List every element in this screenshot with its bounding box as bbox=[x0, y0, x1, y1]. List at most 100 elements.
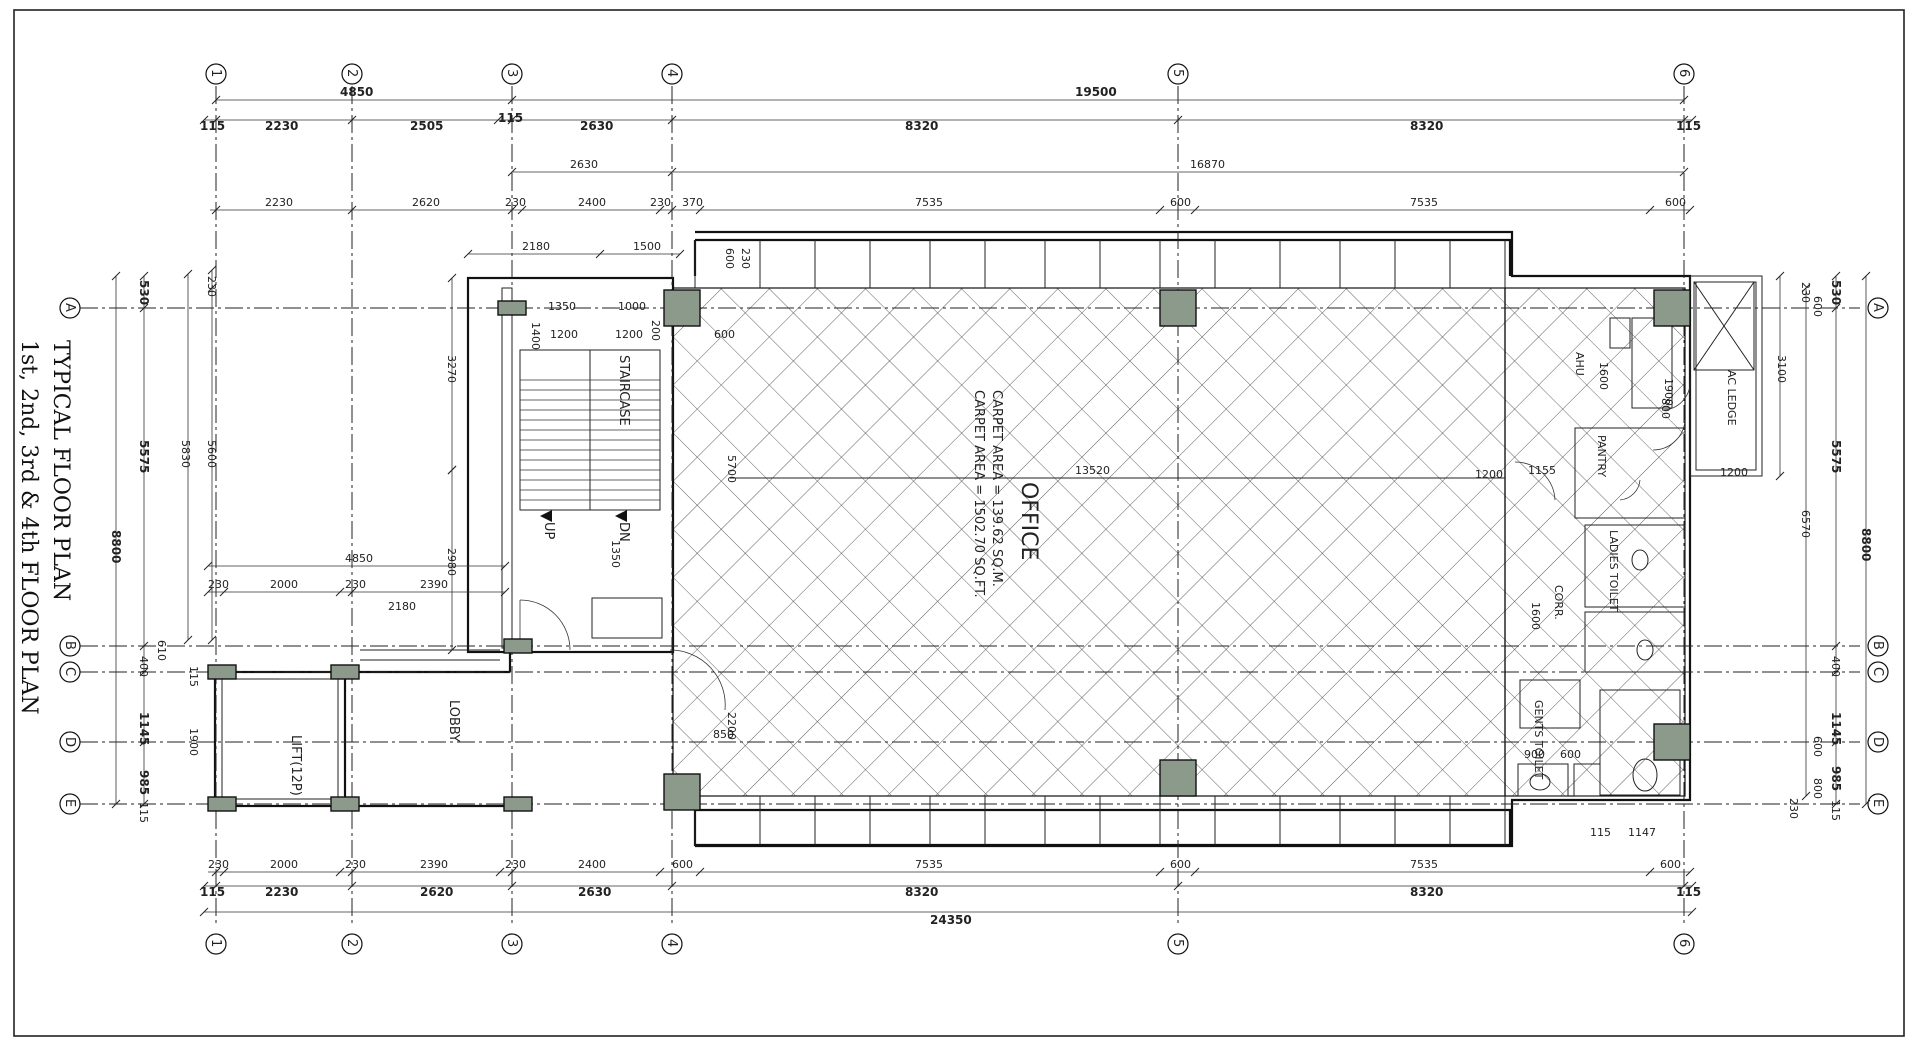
dim-tick bbox=[335, 867, 345, 877]
dim-tick bbox=[1861, 271, 1871, 281]
dim-tick bbox=[1679, 167, 1689, 177]
dim-tick bbox=[211, 95, 221, 105]
dim-top-r4-8: 7535 bbox=[1410, 196, 1438, 209]
dim-tick bbox=[1831, 271, 1841, 281]
dim-left-1145: 1145 bbox=[137, 712, 151, 745]
grid-letter-A-left: A bbox=[62, 303, 77, 312]
grid-letter-A-right: A bbox=[1870, 303, 1885, 312]
dim-tick bbox=[1831, 799, 1841, 809]
column-large-3 bbox=[1653, 289, 1691, 327]
dim-tick bbox=[199, 881, 209, 891]
dim-stair-1000: 1000 bbox=[618, 300, 646, 313]
dim-tick bbox=[211, 115, 221, 125]
dim-bot-r1-6: 600 bbox=[672, 858, 693, 871]
dim-tick bbox=[219, 587, 229, 597]
grid-bubble-2-top bbox=[341, 63, 363, 85]
dim-tick bbox=[1645, 867, 1655, 877]
dim-tick bbox=[347, 881, 357, 891]
grid-bubble-C-left bbox=[59, 661, 81, 683]
grid-letter-E-left: E bbox=[62, 799, 77, 807]
dim-left-overall: 8800 bbox=[109, 530, 123, 563]
dim-top-r2-3: 115 bbox=[498, 111, 523, 125]
dim-tick bbox=[211, 881, 221, 891]
dim-misc-600: 600 bbox=[1560, 748, 1581, 761]
dim-misc-1155: 1155 bbox=[1528, 464, 1556, 477]
dim-tick bbox=[667, 167, 677, 177]
lobby-lift-block: LIFT(12P) LOBBY bbox=[213, 645, 726, 808]
dim-tick bbox=[1685, 205, 1695, 215]
service-block: PANTRY LADIES TOILET CORR. GENTS TOILET … bbox=[1514, 281, 1755, 797]
dim-tick bbox=[1155, 205, 1165, 215]
grid-bubble-E-right bbox=[1867, 793, 1889, 815]
dim-left-230: 230 bbox=[205, 276, 218, 297]
dim-top-r4-5: 370 bbox=[682, 196, 703, 209]
stair-down-label: DN bbox=[616, 522, 631, 542]
carpet-area-sqft: CARPET AREA = 1502.70 SQ.FT. bbox=[971, 390, 986, 598]
dim-tick bbox=[463, 249, 473, 259]
dim-right-985: 985 bbox=[1829, 766, 1843, 791]
dim-tick bbox=[1687, 115, 1697, 125]
dim-top-r4-0: 2230 bbox=[265, 196, 293, 209]
dim-misc-1200r: 1200 bbox=[1720, 466, 1748, 479]
dim-tick bbox=[139, 737, 149, 747]
dim-tick bbox=[347, 867, 357, 877]
grid-letter-C-left: C bbox=[62, 667, 77, 676]
dim-bot-r2-3: 2630 bbox=[578, 885, 611, 899]
carpet-area-sqm: CARPET AREA = 139.62 SQ.M. bbox=[989, 390, 1004, 587]
dim-tick bbox=[517, 205, 527, 215]
dim-left-5575: 5575 bbox=[137, 440, 151, 473]
dim-tick bbox=[1801, 791, 1811, 801]
dim-tick bbox=[219, 867, 229, 877]
dim-bot-r1-3: 2390 bbox=[420, 858, 448, 871]
column-large-6 bbox=[1653, 723, 1691, 761]
dim-tick bbox=[139, 799, 149, 809]
gents-toilet-label: GENTS TOILET bbox=[1532, 700, 1545, 780]
dim-left-115b: 115 bbox=[137, 802, 150, 823]
grid-bubble-4-bottom bbox=[661, 933, 683, 955]
office-height-dim: 5700 bbox=[725, 455, 738, 483]
grid-number-4-top: 4 bbox=[664, 69, 679, 77]
dim-tick bbox=[447, 465, 457, 475]
dim-tick bbox=[495, 867, 505, 877]
dim-misc-850: 850 bbox=[713, 728, 734, 741]
grid-axes bbox=[80, 86, 1860, 926]
dim-right-400: 400 bbox=[1829, 656, 1842, 677]
dim-tick bbox=[675, 249, 685, 259]
dim-top-r2-6: 8320 bbox=[1410, 119, 1443, 133]
grid-number-1-bottom: 1 bbox=[208, 939, 223, 947]
dim-tick bbox=[139, 641, 149, 651]
dim-bot-r2-6: 115 bbox=[1676, 885, 1701, 899]
dim-bot-r1-2: 230 bbox=[345, 858, 366, 871]
dim-tick bbox=[507, 95, 517, 105]
dim-tick bbox=[667, 205, 677, 215]
dim-tick bbox=[203, 587, 213, 597]
grid-letter-C-right: C bbox=[1870, 667, 1885, 676]
dim-left-985: 985 bbox=[137, 770, 151, 795]
dim-stair-200: 200 bbox=[649, 320, 662, 341]
dim-tick bbox=[493, 115, 503, 125]
dim-tick bbox=[667, 115, 677, 125]
dim-tick bbox=[507, 867, 517, 877]
dim-tick bbox=[1173, 115, 1183, 125]
dim-tick bbox=[507, 205, 517, 215]
dim-misc-1900: 1900 bbox=[1662, 378, 1675, 406]
dim-bot-r1-9: 7535 bbox=[1410, 858, 1438, 871]
grid-letter-D-right: D bbox=[1870, 737, 1885, 747]
dim-lobby-4850: 4850 bbox=[345, 552, 373, 565]
dim-top-4850: 4850 bbox=[340, 85, 373, 99]
dim-tick bbox=[199, 907, 209, 917]
dim-stair-1200b: 1200 bbox=[615, 328, 643, 341]
dim-misc-2200: 2200 bbox=[725, 712, 738, 740]
dim-lobby-2180: 2180 bbox=[388, 600, 416, 613]
dim-bot-r1-1: 2000 bbox=[270, 858, 298, 871]
dim-tick bbox=[207, 635, 217, 645]
stair-treads bbox=[520, 379, 660, 501]
dimension-texts: 19500 4850 115 2230 2505 115 2630 8320 8… bbox=[109, 85, 1873, 927]
dim-tick bbox=[1685, 867, 1695, 877]
column-large-4 bbox=[663, 773, 701, 811]
column-small-1 bbox=[497, 300, 527, 316]
dim-bot-r1-0: 230 bbox=[208, 858, 229, 871]
dim-right-5575: 5575 bbox=[1829, 440, 1843, 473]
grid-number-4-bottom: 4 bbox=[664, 939, 679, 947]
dim-bot-r1-5: 2400 bbox=[578, 858, 606, 871]
